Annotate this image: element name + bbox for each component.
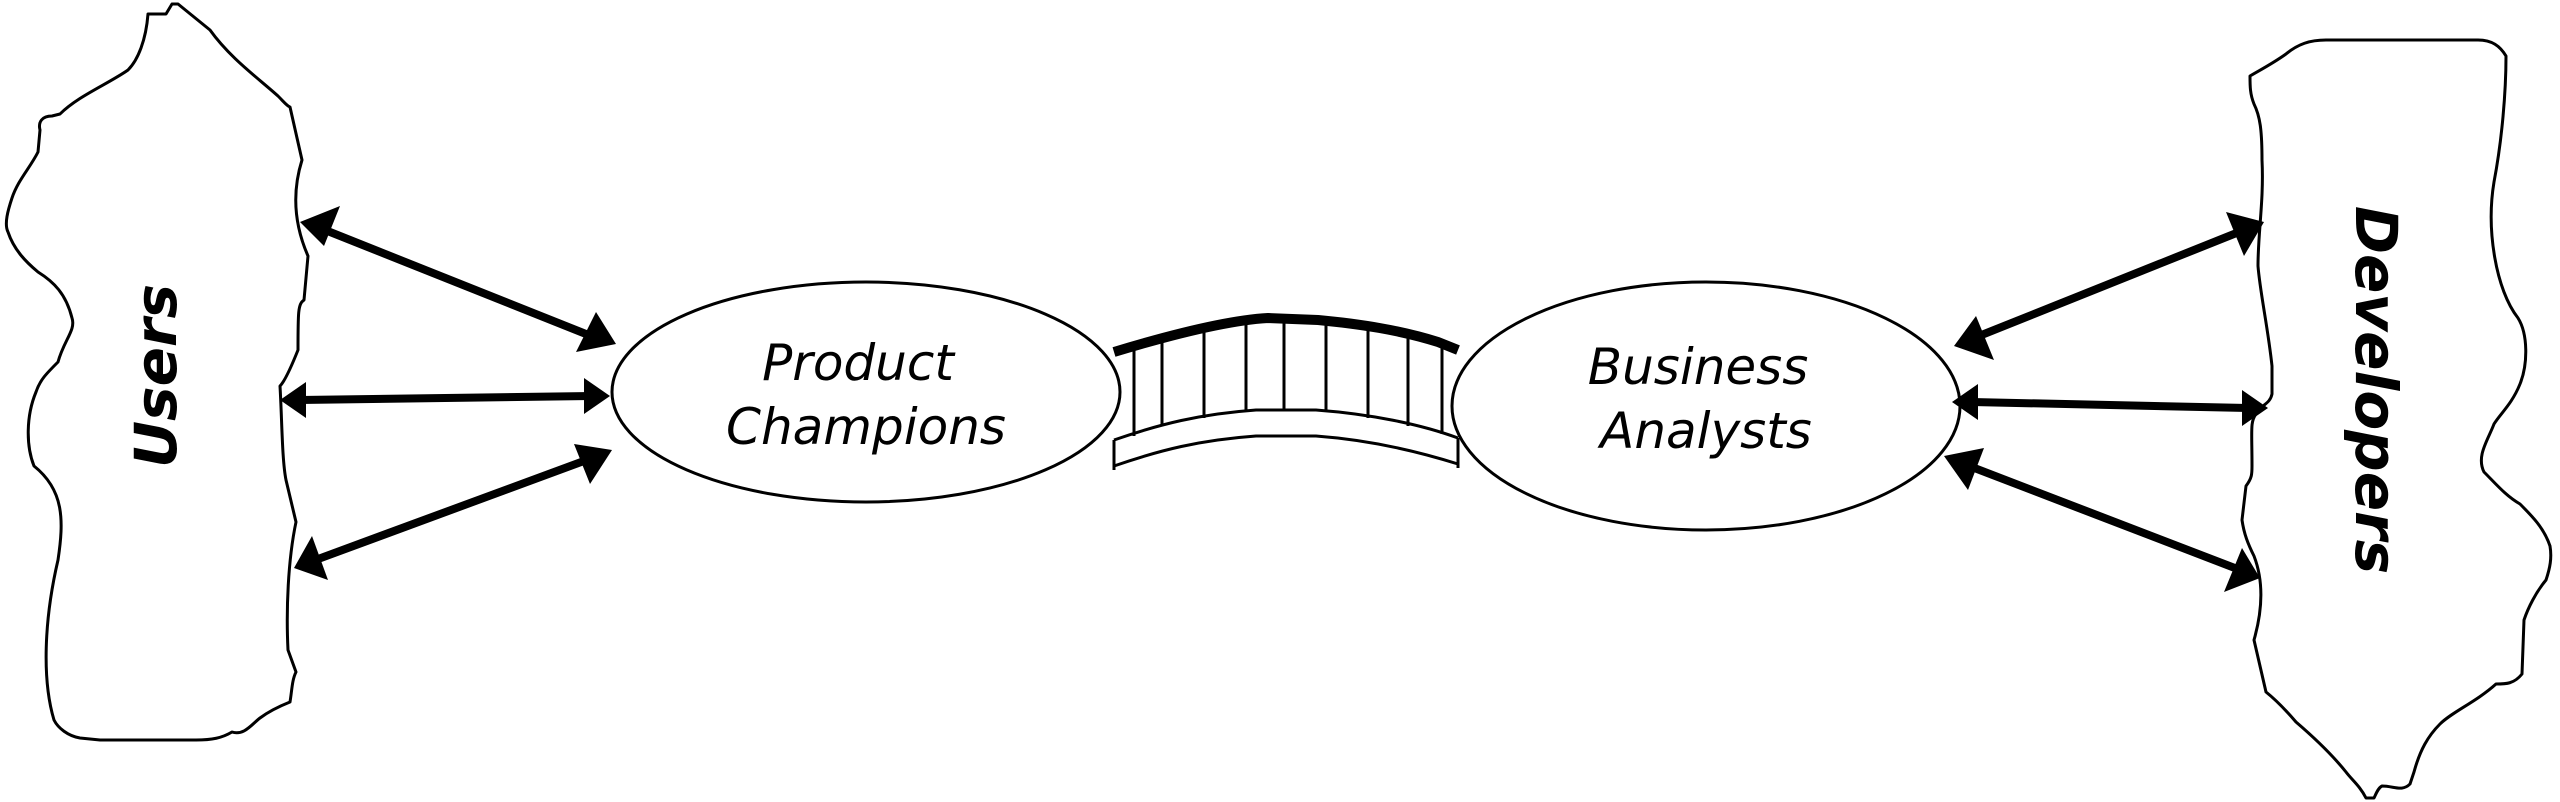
- users-island: Users: [4, 2, 310, 742]
- double-arrow-bottom-right: [1944, 448, 2260, 592]
- users-label: Users: [122, 284, 190, 468]
- arrowhead: [2242, 390, 2268, 426]
- business-analysts-line1: Business: [1588, 338, 1808, 396]
- product-champions-ellipse: [610, 280, 1122, 504]
- analysts-to-developers-arrows: [1944, 212, 2268, 592]
- arrowhead: [294, 536, 328, 580]
- product-champions-line2: Champions: [726, 398, 1006, 456]
- business-analysts-node: Business Analysts: [1450, 280, 1962, 532]
- double-arrow-middle-left: [280, 378, 610, 418]
- bridge-deck-bottom: [1113, 434, 1459, 468]
- bridge: [1112, 313, 1460, 470]
- double-arrow-top-left: [300, 206, 616, 352]
- arrowhead: [280, 382, 306, 418]
- double-arrow-middle-right: [1952, 384, 2268, 426]
- arrowhead: [2224, 548, 2260, 592]
- bridge-posts: [1132, 320, 1444, 436]
- double-arrow-top-right: [1954, 212, 2264, 360]
- arrowhead: [1952, 384, 1978, 420]
- bridge-top-rail: [1112, 313, 1460, 357]
- arrowhead: [1954, 316, 1994, 360]
- product-champions-label: Product Champions: [726, 334, 1006, 456]
- arrowhead: [576, 312, 616, 352]
- product-champions-node: Product Champions: [610, 280, 1122, 504]
- users-island-outline: [4, 2, 310, 742]
- developers-label: Developers: [2342, 206, 2410, 574]
- business-analysts-line2: Analysts: [1597, 402, 1812, 460]
- arrowhead: [574, 444, 612, 484]
- arrowhead: [584, 378, 610, 414]
- developers-island: Developers: [2240, 38, 2553, 800]
- product-champions-line1: Product: [762, 334, 956, 392]
- bridge-deck-top: [1113, 408, 1459, 442]
- arrowhead: [2226, 212, 2264, 256]
- double-arrow-bottom-left: [294, 444, 612, 580]
- users-to-champions-arrows: [280, 206, 616, 580]
- arrowhead: [300, 206, 340, 246]
- arrowhead: [1944, 448, 1984, 490]
- business-analysts-label: Business Analysts: [1588, 338, 1824, 460]
